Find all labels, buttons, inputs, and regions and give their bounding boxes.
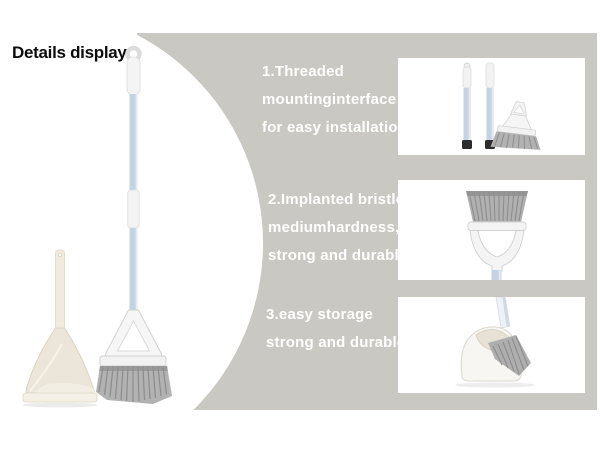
feature-line: 2.Implanted bristles. [268, 191, 418, 208]
inverted-broom-head [466, 191, 528, 280]
feature-line: 1.Threaded [262, 63, 345, 80]
detail-panel-bristles [398, 180, 585, 280]
feature-line: strong and durable [268, 247, 408, 264]
dustpan-pan [22, 327, 98, 408]
feature-line: mountinginterface [262, 91, 397, 108]
broom-bristles [96, 366, 172, 404]
pole-segment-1 [462, 62, 472, 149]
broom-head-frame [99, 309, 167, 367]
small-broom-head [490, 101, 541, 150]
feature-line: 3.easy storage [266, 306, 374, 323]
threaded-poles-image [462, 62, 541, 150]
detail-panel-threaded [398, 58, 585, 155]
bristles-detail-image [466, 191, 528, 280]
dustpan-handle [55, 249, 65, 337]
pole-segment-2 [485, 62, 495, 149]
storage-detail-image [455, 297, 535, 388]
feature-line: for easy installation [262, 119, 408, 136]
stored-broom-and-dustpan [455, 297, 535, 388]
broom-image [96, 45, 172, 404]
feature-text-bristles: 2.Implanted bristles. mediumhardness, st… [268, 186, 417, 270]
detail-panel-storage [398, 297, 585, 393]
feature-line: mediumhardness, [268, 219, 400, 236]
feature-text-storage: 3.easy storage strong and durable [266, 301, 405, 357]
feature-text-threaded: 1.Threaded mountinginterface for easy in… [262, 58, 407, 142]
broom-pole [125, 45, 142, 312]
page-title: Details display [12, 43, 127, 62]
dustpan-image [22, 249, 98, 408]
feature-line: strong and durable [266, 334, 406, 351]
